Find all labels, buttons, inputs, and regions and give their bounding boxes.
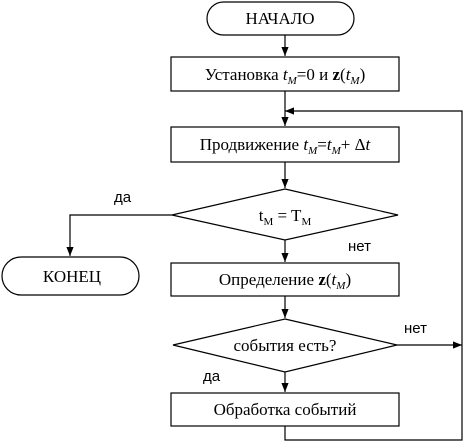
end-terminator: КОНЕЦ (1, 256, 140, 296)
end-check-decision: tM = TM (171, 188, 399, 241)
init-label: Установка tM=0 и z(tM) (205, 65, 366, 87)
process-label: Обработка событий (214, 400, 357, 419)
start-label: НАЧАЛО (245, 9, 314, 28)
edge-label-yes-end: да (114, 189, 132, 206)
end-label: КОНЕЦ (43, 267, 101, 286)
start-terminator: НАЧАЛО (206, 1, 355, 36)
process-events: Обработка событий (170, 392, 400, 427)
edge-loop-back (284, 107, 463, 441)
edge-label-no-events: нет (404, 320, 427, 337)
connectors (66, 35, 463, 441)
events-decision: события есть? (172, 318, 398, 373)
init-process: Установка tM=0 и z(tM) (170, 56, 400, 92)
define-label: Определение z(tM) (219, 270, 351, 292)
edge-label-yes-events: да (203, 368, 221, 385)
define-process: Определение z(tM) (170, 262, 400, 297)
edge-check-end (66, 214, 172, 256)
events-label: события есть? (234, 336, 337, 355)
edge-label-no-end: нет (348, 238, 371, 255)
end-check-label: tM = TM (259, 206, 312, 228)
advance-label: Продвижение tM=tM+ Δt (200, 135, 372, 157)
advance-process: Продвижение tM=tM+ Δt (170, 126, 400, 163)
